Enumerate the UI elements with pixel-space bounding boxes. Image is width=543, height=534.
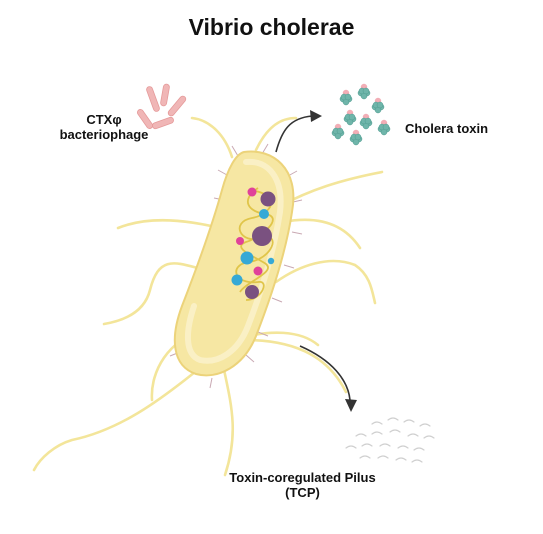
pilus-fragment	[397, 445, 409, 449]
flagellum-top-right	[254, 116, 298, 152]
flagellum-right-upper	[281, 218, 362, 250]
pilus-fragment	[387, 417, 399, 421]
dna-strand	[235, 187, 274, 301]
bacterium-cell	[169, 143, 303, 389]
granule-cyan	[259, 209, 269, 219]
ctx-phage-particles	[137, 83, 187, 130]
pilus-fragment	[371, 431, 383, 435]
pilus-fragment	[413, 447, 425, 451]
phage-rod	[137, 109, 153, 129]
tcp-label-line2: (TCP)	[285, 485, 320, 500]
granule-cyan	[240, 251, 254, 265]
phage-rod	[152, 116, 174, 130]
tcp-label: Toxin-coregulated Pilus (TCP)	[200, 470, 405, 500]
toxin-molecule	[357, 83, 371, 100]
cell-highlight	[184, 158, 284, 364]
pilus-fragment	[411, 459, 423, 463]
tcp-pilus-fragments	[345, 417, 435, 463]
toxin-molecule	[349, 129, 363, 146]
pilus-fragment	[407, 433, 419, 437]
granule-cyan	[231, 274, 243, 286]
granule-magenta	[247, 187, 257, 197]
granule-cyan	[267, 257, 275, 265]
granule-purple	[260, 191, 276, 207]
flagellum-bottom-left	[32, 370, 197, 472]
cell-granules	[231, 187, 276, 299]
phage-label: CTXφ bacteriophage	[58, 112, 150, 142]
toxin-molecule	[343, 109, 357, 126]
arrow-to-tcp	[299, 345, 357, 412]
flagellum-right-mid	[274, 259, 377, 305]
pilus-fragment	[371, 421, 383, 425]
flagellum-to-tcp	[243, 338, 348, 394]
granule-magenta	[253, 266, 263, 276]
toxin-molecule	[377, 119, 391, 136]
granule-purple	[252, 226, 272, 246]
phage-rod	[167, 95, 187, 117]
cell-membrane	[173, 150, 295, 377]
toxin-molecule	[359, 113, 373, 130]
phage-rod	[160, 83, 170, 107]
tcp-label-line1: Toxin-coregulated Pilus	[229, 470, 376, 485]
diagram-title: Vibrio cholerae	[188, 14, 355, 40]
granule-purple	[245, 285, 259, 299]
pilus-fragment	[403, 419, 415, 423]
cholera-toxin-molecules	[331, 83, 391, 146]
flagellum-right-top	[278, 170, 384, 208]
toxin-label: Cholera toxin	[405, 121, 489, 136]
pilus-fragment	[377, 455, 389, 459]
granule-magenta	[236, 237, 244, 245]
pilus-fragment	[355, 433, 367, 437]
flagellum-bottom	[220, 358, 235, 477]
pilus-fragment	[361, 443, 373, 447]
flagellum-left-mid	[102, 262, 216, 326]
pilus-fragment	[359, 455, 371, 459]
pilus-fragment	[395, 457, 407, 461]
phage-label-line2: bacteriophage	[59, 127, 149, 142]
pilus-fragment	[379, 443, 391, 447]
pilus-fragment	[419, 423, 431, 427]
pilus-fragment	[423, 435, 435, 439]
toxin-molecule	[331, 123, 345, 140]
phage-rod	[146, 86, 160, 112]
flagellum-top-left	[190, 116, 234, 159]
arrow-to-toxin	[275, 110, 322, 153]
pilus-fragment	[389, 429, 401, 433]
toxin-molecule	[339, 89, 353, 106]
toxin-molecule	[371, 97, 385, 114]
phage-label-line1: CTXφ	[86, 112, 122, 127]
pilus-fragment	[345, 445, 357, 449]
